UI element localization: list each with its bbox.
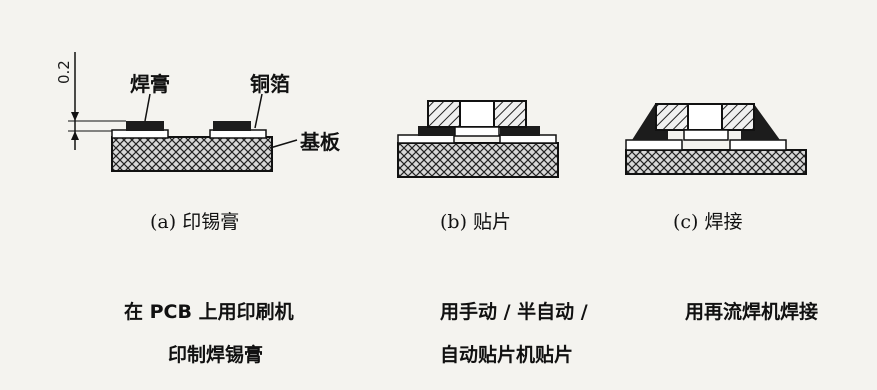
- caption-b: (b) 贴片: [440, 211, 512, 233]
- component-c-terminal-left: [655, 103, 689, 131]
- component-b-body: [459, 100, 495, 128]
- label-copper-foil: 铜箔: [250, 72, 290, 96]
- copper-pad-b-left: [397, 134, 455, 144]
- copper-pad-a-right: [209, 129, 267, 139]
- description-c-line1: 用再流焊机焊接: [685, 301, 819, 323]
- dimension-label: 0.2: [55, 60, 73, 84]
- solder-paste-b-left: [418, 126, 458, 136]
- copper-pad-c-left: [625, 139, 683, 151]
- component-b-terminal-left: [427, 100, 461, 128]
- copper-pad-b-right: [499, 134, 557, 144]
- label-solder-paste: 焊膏: [130, 72, 170, 96]
- solder-paste-b-right: [500, 126, 540, 136]
- caption-a: (a) 印锡膏: [150, 211, 240, 233]
- label-substrate: 基板: [300, 130, 340, 154]
- copper-pad-a-left: [111, 129, 169, 139]
- substrate-c: [625, 149, 807, 175]
- leader-copper-foil: [254, 93, 263, 129]
- solder-paste-a-right: [213, 121, 251, 131]
- copper-pad-c-right: [729, 139, 787, 151]
- substrate-a: [111, 136, 273, 172]
- stage-b-figure: [397, 100, 559, 178]
- stage-a-figure: [68, 52, 298, 172]
- stage-c-figure: [625, 103, 807, 175]
- component-c-body: [687, 103, 723, 131]
- description-a-line1: 在 PCB 上用印刷机: [124, 301, 294, 323]
- description-b-line2: 自动贴片机贴片: [440, 344, 574, 366]
- leader-substrate: [269, 139, 298, 149]
- caption-c: (c) 焊接: [673, 211, 743, 233]
- solder-paste-a-left: [126, 121, 164, 131]
- substrate-b: [397, 142, 559, 178]
- description-a-line2: 印制焊锡膏: [168, 344, 264, 366]
- leader-solder-paste: [144, 93, 151, 122]
- description-b-line1: 用手动 / 半自动 /: [440, 301, 588, 323]
- component-b-terminal-right: [493, 100, 527, 128]
- component-c-terminal-right: [721, 103, 755, 131]
